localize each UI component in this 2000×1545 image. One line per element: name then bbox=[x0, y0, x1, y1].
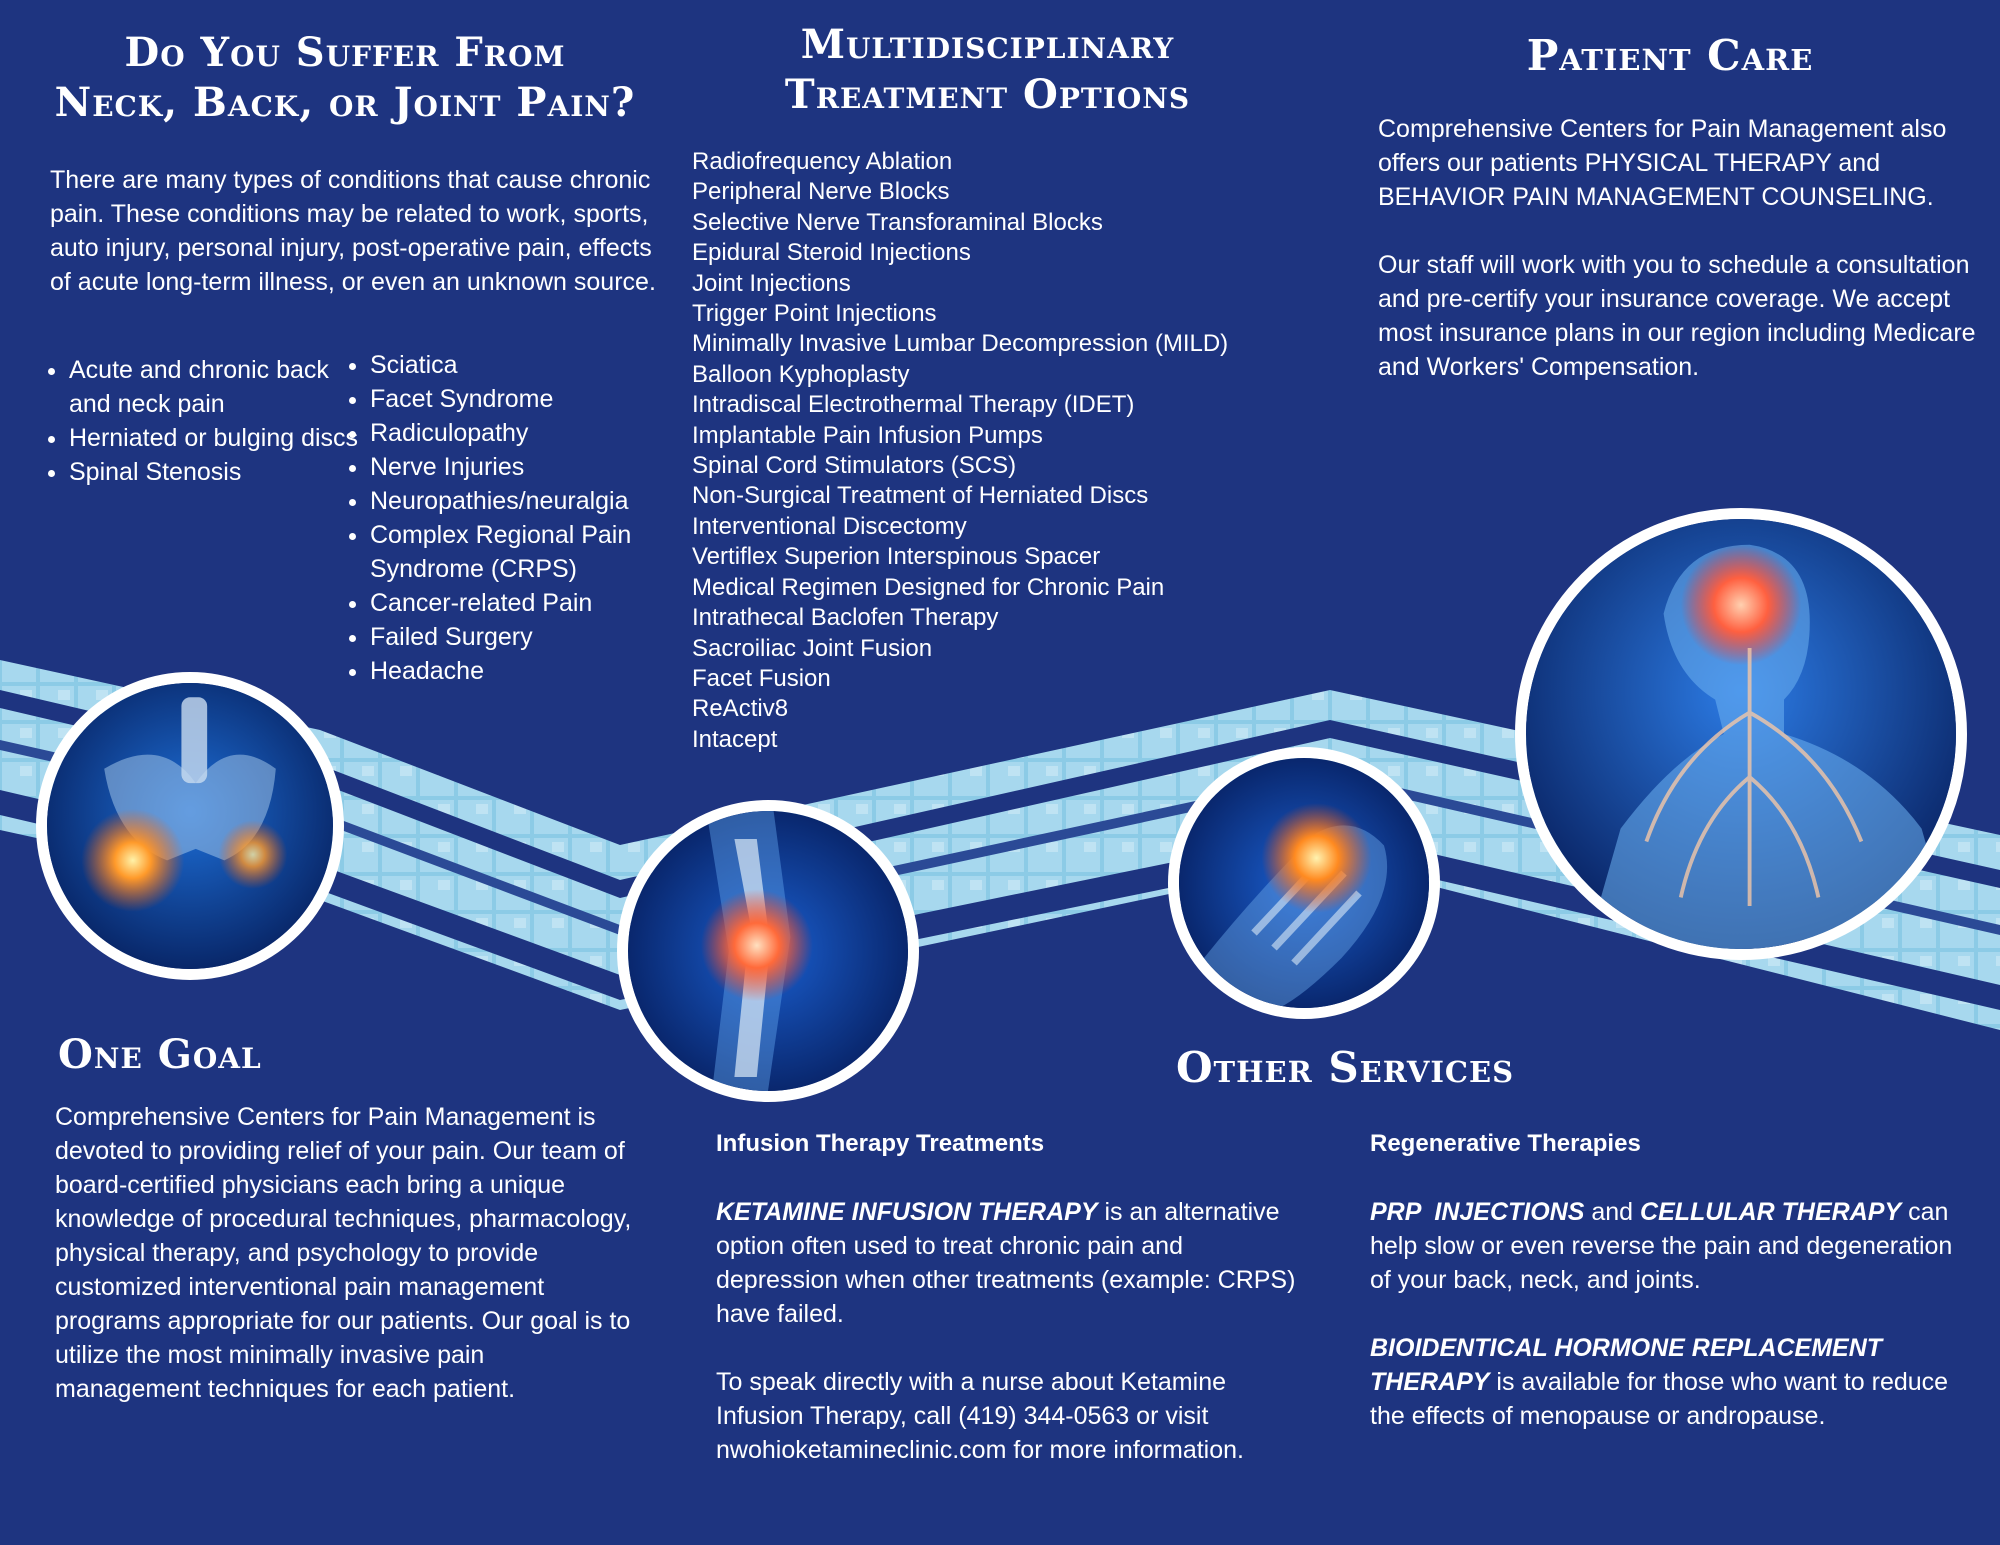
hormone-label: BIOIDENTICAL HORMONE REPLACEMENT THERAPY bbox=[1370, 1334, 1883, 1396]
regenerative-section: Regenerative Therapies PRP INJECTIONS an… bbox=[1370, 1127, 1970, 1433]
condition-item: Neuropathies/neuralgia bbox=[370, 484, 690, 518]
treatment-item: Facet Fusion bbox=[692, 664, 831, 692]
band-stripe-2 bbox=[0, 790, 2000, 1010]
hand-pain-image bbox=[1168, 747, 1440, 1019]
condition-item: Radiculopathy bbox=[370, 416, 690, 450]
prp-text: can help slow or even reverse the pain a… bbox=[1370, 1198, 1960, 1294]
treatment-item: ReActiv8 bbox=[692, 695, 789, 723]
infusion-section: Infusion Therapy Treatments KETAMINE INF… bbox=[716, 1127, 1296, 1467]
ketamine-contact: To speak directly with a nurse about Ket… bbox=[716, 1368, 1244, 1464]
ketamine-text: is an alternative option often used to t… bbox=[716, 1198, 1296, 1328]
band-stripe-3 bbox=[0, 740, 2000, 935]
middle-title-line2: Treatment Options bbox=[784, 71, 1191, 118]
patient-care-para1: Comprehensive Centers for Pain Managemen… bbox=[1378, 115, 1947, 211]
left-title-line2: Neck, Back, or Joint Pain? bbox=[54, 79, 636, 126]
prp-label: PRP INJECTIONS bbox=[1370, 1198, 1585, 1226]
left-title: Do You Suffer From Neck, Back, or Joint … bbox=[40, 28, 650, 128]
treatment-item: Spinal Cord Stimulators (SCS) bbox=[692, 452, 1017, 480]
treatment-item: Epidural Steroid Injections bbox=[692, 239, 971, 267]
condition-item: Acute and chronic back and neck pain bbox=[69, 353, 359, 421]
treatment-item: Balloon Kyphoplasty bbox=[692, 360, 910, 388]
condition-item: Cancer-related Pain bbox=[370, 586, 690, 620]
knee-pain-xray-icon bbox=[628, 811, 908, 1091]
brain-nervous-system-icon bbox=[1526, 519, 1956, 949]
goal-text: Comprehensive Centers for Pain Managemen… bbox=[55, 1103, 632, 1403]
patient-care-text: Comprehensive Centers for Pain Managemen… bbox=[1378, 112, 1978, 384]
condition-item: Complex Regional Pain Syndrome (CRPS) bbox=[370, 518, 690, 586]
band-stripe-1 bbox=[0, 690, 2000, 898]
condition-item: Herniated or bulging discs bbox=[69, 421, 359, 455]
patient-care-title: Patient Care bbox=[1526, 31, 1814, 80]
treatment-item: Implantable Pain Infusion Pumps bbox=[692, 421, 1043, 449]
hand-wrist-pain-xray-icon bbox=[1179, 758, 1429, 1008]
hormone-paragraph: BIOIDENTICAL HORMONE REPLACEMENT THERAPY… bbox=[1370, 1331, 1970, 1433]
condition-item: Sciatica bbox=[370, 348, 690, 382]
treatment-item: Interventional Discectomy bbox=[692, 512, 967, 540]
infusion-heading: Infusion Therapy Treatments bbox=[716, 1130, 1045, 1157]
hip-pain-image bbox=[36, 672, 344, 980]
treatment-item: Sacroiliac Joint Fusion bbox=[692, 634, 933, 662]
treatment-item: Medical Regimen Designed for Chronic Pai… bbox=[692, 573, 1165, 601]
treatment-list: Radiofrequency Ablation Peripheral Nerve… bbox=[692, 147, 1332, 755]
conditions-list-col2: Sciatica Facet Syndrome Radiculopathy Ne… bbox=[337, 348, 690, 688]
goal-title: One Goal bbox=[58, 1031, 262, 1078]
ketamine-label: KETAMINE INFUSION THERAPY bbox=[716, 1198, 1098, 1226]
prp-and-text: and bbox=[1584, 1198, 1641, 1226]
cellular-label: CELLULAR THERAPY bbox=[1640, 1198, 1902, 1226]
treatment-item: Joint Injections bbox=[692, 269, 851, 297]
treatment-item: Intradiscal Electrothermal Therapy (IDET… bbox=[692, 391, 1135, 419]
prp-paragraph: PRP INJECTIONS and CELLULAR THERAPY can … bbox=[1370, 1195, 1970, 1297]
left-intro: There are many types of conditions that … bbox=[50, 166, 656, 296]
treatment-item: Peripheral Nerve Blocks bbox=[692, 178, 950, 206]
treatment-item: Intacept bbox=[692, 725, 778, 753]
condition-item: Nerve Injuries bbox=[370, 450, 690, 484]
middle-title: Multidisciplinary Treatment Options bbox=[680, 20, 1295, 120]
middle-title-line1: Multidisciplinary bbox=[800, 21, 1175, 68]
nervous-system-image bbox=[1515, 508, 1967, 960]
treatment-item: Non-Surgical Treatment of Herniated Disc… bbox=[692, 482, 1149, 510]
condition-item: Headache bbox=[370, 654, 690, 688]
condition-item: Failed Surgery bbox=[370, 620, 690, 654]
treatment-item: Intrathecal Baclofen Therapy bbox=[692, 604, 999, 632]
hip-pain-xray-icon bbox=[47, 683, 333, 969]
hormone-text: is available for those who want to reduc… bbox=[1370, 1368, 1949, 1430]
ketamine-paragraph: KETAMINE INFUSION THERAPY is an alternat… bbox=[716, 1195, 1296, 1331]
knee-pain-image bbox=[617, 800, 919, 1102]
treatment-item: Radiofrequency Ablation bbox=[692, 148, 953, 175]
conditions-list-col1: Acute and chronic back and neck pain Her… bbox=[36, 353, 359, 489]
patient-care-para2: Our staff will work with you to schedule… bbox=[1378, 251, 1976, 381]
treatment-item: Minimally Invasive Lumbar Decompression … bbox=[692, 330, 1229, 358]
left-title-line1: Do You Suffer From bbox=[124, 29, 566, 76]
treatment-item: Trigger Point Injections bbox=[692, 300, 937, 328]
treatment-item: Selective Nerve Transforaminal Blocks bbox=[692, 208, 1103, 236]
regenerative-heading: Regenerative Therapies bbox=[1370, 1130, 1641, 1157]
other-services-title: Other Services bbox=[1175, 1043, 1515, 1092]
condition-item: Spinal Stenosis bbox=[69, 455, 359, 489]
condition-item: Facet Syndrome bbox=[370, 382, 690, 416]
treatment-item: Vertiflex Superion Interspinous Spacer bbox=[692, 543, 1101, 571]
